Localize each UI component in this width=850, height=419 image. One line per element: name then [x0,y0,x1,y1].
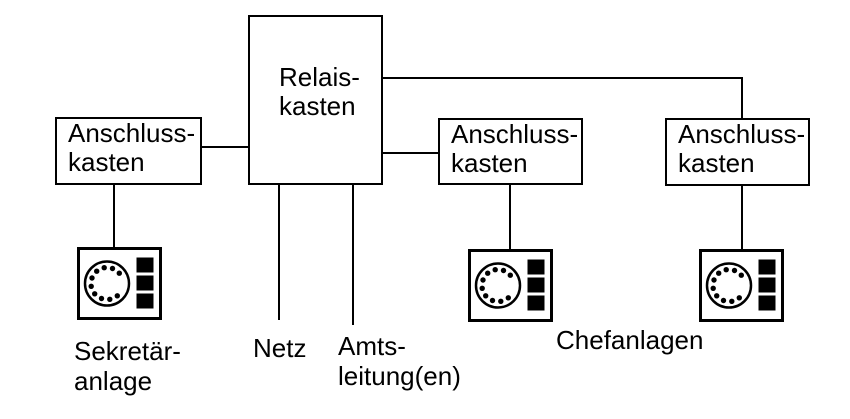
wire-junction1-to-relay [202,146,248,148]
rotary-dial-phone-icon [77,247,162,320]
relay-box-label-line2: kasten [279,91,356,121]
junction-box-1-label-line1: Anschluss- [68,118,196,148]
caption-secretary-system: Sekretär- anlage [74,336,181,396]
wire-junction2-to-phone2 [509,184,511,249]
caption-network-label: Netz [253,333,307,363]
relay-box: Relais- kasten [248,15,383,185]
wire-relay-to-junction2 [383,152,438,154]
caption-network: Netz [253,333,306,363]
wire-amtsleitung [352,184,354,325]
rotary-dial-phone-icon [468,249,553,322]
caption-trunk-lines: Amts- leitung(en) [338,331,461,391]
caption-trunk-line2: leitung(en) [338,361,461,391]
wire-junction3-to-phone3 [741,185,743,249]
relay-box-label-line1: Relais- [279,62,360,92]
wire-relay-to-junction3-vertical [741,77,743,119]
junction-box-1: Anschluss- kasten [55,117,202,185]
caption-secretary-line2: anlage [74,366,153,396]
wire-relay-to-junction3-horizontal [383,77,743,79]
caption-secretary-line1: Sekretär- [74,336,181,366]
caption-chief-label: Chefanlagen [556,325,704,355]
junction-box-2-label-line1: Anschluss- [451,119,579,149]
junction-box-3: Anschluss- kasten [665,118,810,186]
caption-chief-systems: Chefanlagen [556,325,703,355]
junction-box-3-label-line2: kasten [678,148,755,178]
wire-junction1-to-phone1 [113,184,115,247]
junction-box-2-label-line2: kasten [451,148,528,178]
caption-trunk-line1: Amts- [338,331,406,361]
rotary-dial-phone-icon [699,249,784,322]
wire-netz [278,184,280,320]
junction-box-2: Anschluss- kasten [438,118,583,185]
junction-box-3-label-line1: Anschluss- [678,119,806,149]
junction-box-1-label-line2: kasten [68,147,145,177]
